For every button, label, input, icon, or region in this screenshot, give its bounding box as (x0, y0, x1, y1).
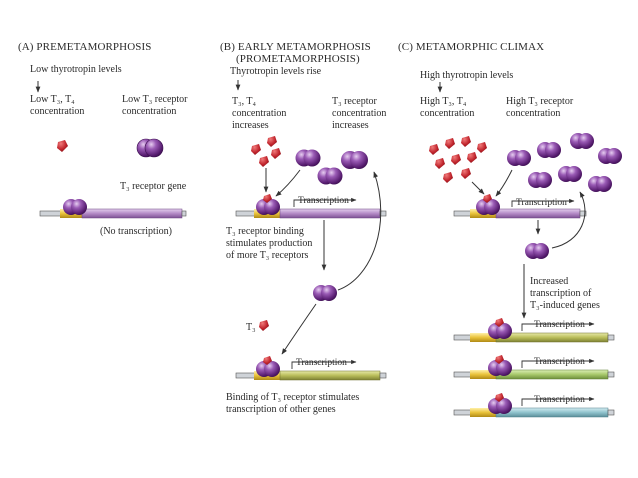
heading-early-metamorphosis: (B) EARLY METAMORPHOSIS (220, 41, 371, 53)
label-thyrotropin-rise: Thyrotropin levels rise (230, 66, 322, 77)
label-transcription-c1: Transcription (516, 198, 567, 208)
gene-c1 (453, 194, 587, 219)
label-receptor: T₃ receptor (332, 96, 377, 107)
gene-b2 (235, 356, 387, 381)
label-high-thyrotropin: High thyrotropin levels (420, 70, 514, 81)
label-t3t4-concentration: concentration (232, 108, 287, 119)
arrow-receptor-gene-c (495, 169, 513, 197)
label-binding-1: T₃ receptor binding (226, 226, 304, 237)
heading-metamorphic-climax: (C) METAMORPHIC CLIMAX (398, 41, 545, 53)
new-receptor-b (313, 285, 337, 301)
label-low-receptor-concentration: concentration (122, 106, 177, 117)
label-increased-3: T₃-induced genes (530, 300, 600, 311)
label-transcription-c2: Transcription (534, 320, 585, 330)
arrow-receptor-gene2-b (281, 303, 317, 355)
arrow-hormone-gene-c (471, 181, 485, 195)
label-high-receptor: High T₃ receptor (506, 96, 574, 107)
label-low-thyrotropin: Low thyrotropin levels (30, 64, 122, 75)
label-low-receptor: Low T₃ receptor (122, 94, 188, 105)
label-binding-3: of more T₃ receptors (226, 250, 309, 261)
label-transcription-b2: Transcription (296, 358, 347, 368)
label-transcription-c3: Transcription (534, 357, 585, 367)
label-increased-1: Increased (530, 276, 569, 287)
label-low-t3t4-concentration: concentration (30, 106, 85, 117)
label-t3-small: T₃ (246, 322, 256, 333)
heading-prometamorphosis: (PROMETAMORPHOSIS) (236, 53, 360, 65)
label-transcription-b1: Transcription (298, 196, 349, 206)
gene-b1 (235, 194, 387, 219)
hormone-group-a (57, 140, 68, 152)
label-other-genes-2: transcription of other genes (226, 404, 336, 415)
label-t3-receptor-gene: T₃ receptor gene (120, 181, 187, 192)
receptor-dimer-a (136, 138, 164, 158)
label-receptor-increases: increases (332, 120, 369, 131)
gene-a (39, 199, 187, 219)
label-t3t4-increases: increases (232, 120, 269, 131)
new-receptor-c (525, 243, 549, 259)
label-high-receptor-concentration: concentration (506, 108, 561, 119)
gene-c3 (453, 355, 615, 380)
label-no-transcription: (No transcription) (100, 226, 172, 237)
label-t3t4: T₃, T₄ (232, 96, 257, 107)
arrow-receptor-gene-b (275, 169, 301, 197)
heading-premetamorphosis: (A) PREMETAMORPHOSIS (18, 41, 152, 53)
gene-c4 (453, 393, 615, 418)
label-high-t3t4: High T₃, T₄ (420, 96, 467, 107)
hormone-group-b (251, 136, 281, 167)
arrow-feedback-b (337, 171, 382, 291)
label-low-t3t4: Low T₃, T₄ (30, 94, 75, 105)
t3-hormone-icon (57, 140, 68, 152)
gene-c2 (453, 318, 615, 343)
label-binding-2: stimulates production (226, 238, 313, 249)
label-transcription-c4: Transcription (534, 395, 585, 405)
label-increased-2: transcription of (530, 288, 592, 299)
arrow-feedback-c (551, 191, 586, 249)
label-other-genes-1: Binding of T₃ receptor stimulates (226, 392, 360, 403)
label-receptor-concentration: concentration (332, 108, 387, 119)
t3-small-b (259, 320, 269, 331)
hormone-group-c (429, 136, 487, 183)
receptors-b (295, 149, 368, 185)
label-high-t3t4-concentration: concentration (420, 108, 475, 119)
receptors-c (507, 133, 622, 192)
